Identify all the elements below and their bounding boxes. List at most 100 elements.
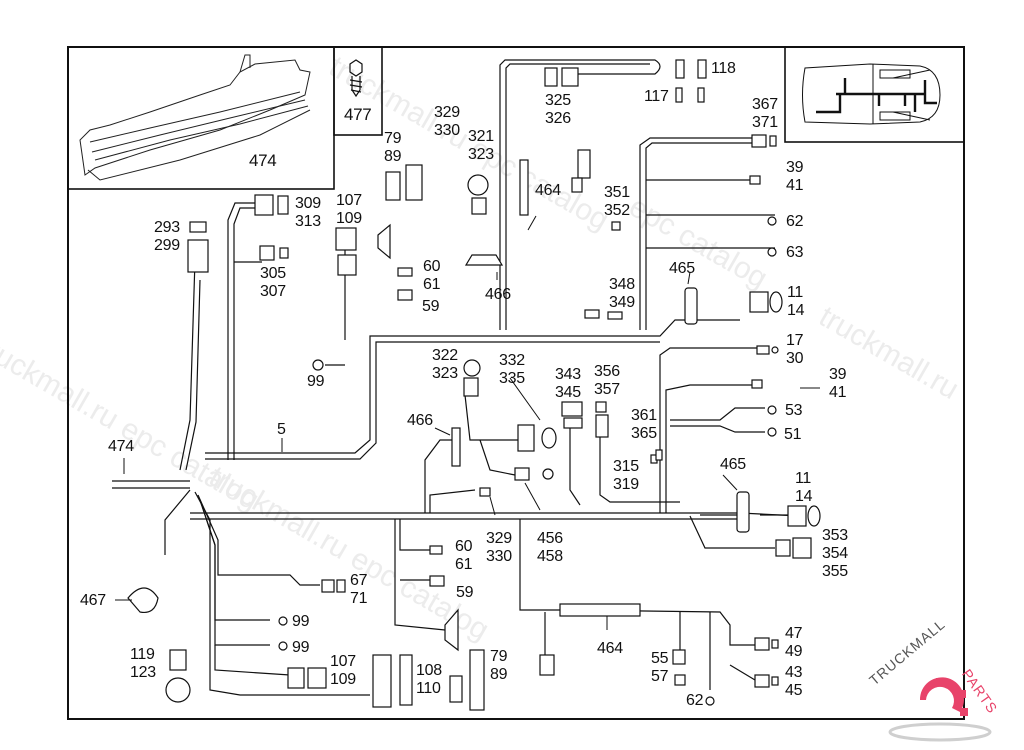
grommet-466-top — [464, 254, 504, 266]
ground-99-top — [312, 359, 324, 371]
inset-vehicle-box — [784, 46, 965, 143]
lamp-322 — [463, 359, 481, 377]
relay-107-bot — [287, 667, 305, 689]
part-label: 59 — [422, 298, 440, 315]
part-label: 466 — [485, 286, 511, 303]
connector-326 — [561, 67, 579, 87]
connector-343 — [561, 401, 583, 417]
part-label: 305 307 — [260, 265, 286, 300]
part-label: 107 109 — [330, 653, 356, 688]
components — [127, 59, 821, 711]
ground-62-top — [767, 216, 777, 226]
part-label: 59 — [456, 584, 474, 601]
connector-39-mid — [751, 379, 763, 389]
switch-118 — [697, 59, 707, 79]
part-label: 322 323 — [432, 347, 458, 382]
part-label: 53 — [785, 402, 803, 419]
ground-99-bot1 — [278, 616, 288, 626]
lamp-14-mid — [807, 505, 821, 527]
connector-45 — [771, 676, 779, 686]
part-label: 55 57 — [651, 650, 669, 685]
fusebox-110 — [399, 654, 413, 706]
connector-307 — [279, 247, 289, 259]
connector-349 — [607, 311, 623, 320]
part-label: 62 — [686, 692, 704, 709]
connector-345 — [563, 417, 583, 429]
part-label: 60 61 — [455, 538, 473, 573]
sensor-59-bot — [429, 575, 445, 587]
part-label: 293 299 — [154, 219, 180, 254]
fusebox-108 — [372, 654, 392, 708]
screw-477-illustration — [349, 59, 363, 98]
plug-89 — [405, 164, 423, 201]
part-label: 356 357 — [594, 363, 620, 398]
wire-harness-paths — [112, 59, 801, 696]
cable-464-top — [519, 159, 529, 216]
part-label: 332 335 — [499, 352, 525, 387]
connector-371 — [769, 135, 777, 147]
part-label: 348 349 — [609, 276, 635, 311]
part-label: 117 — [644, 88, 669, 105]
connector-313 — [277, 195, 289, 215]
part-label: 351 352 — [604, 184, 630, 219]
part-label: 107 109 — [336, 192, 362, 227]
plug-89-bot — [469, 649, 485, 711]
part-label: 67 71 — [350, 572, 368, 607]
connector-117 — [675, 87, 683, 103]
part-label-474-inset: 474 — [249, 151, 277, 170]
part-label: 465 — [720, 456, 746, 473]
grommet-466-mid — [451, 427, 461, 467]
part-label: 464 — [597, 640, 623, 657]
lamp-14-top — [769, 291, 783, 313]
part-label: 456 458 — [537, 530, 563, 565]
part-label: 315 319 — [613, 458, 639, 493]
ground-62-bot — [705, 696, 715, 706]
connector-456 — [514, 467, 530, 481]
ground-99-bot2 — [278, 641, 288, 651]
connector-293-cap — [189, 221, 207, 233]
leader-lines — [115, 215, 820, 630]
connector-119 — [169, 649, 187, 671]
connector-361 — [655, 449, 663, 461]
connector-71 — [336, 579, 346, 593]
part-label: 17 30 — [786, 332, 804, 367]
connector-57 — [674, 674, 686, 686]
ground-51 — [767, 427, 777, 437]
relay-107 — [335, 227, 357, 251]
lamp-socket-11-top — [749, 291, 769, 313]
socket-123 — [165, 677, 191, 703]
vehicle-topview-illustration — [802, 63, 941, 125]
connector-352 — [611, 221, 621, 231]
gear-logo-icon — [888, 677, 992, 742]
part-label: 11 14 — [795, 470, 813, 505]
part-label: 99 — [292, 639, 310, 656]
connector-356 — [595, 401, 607, 413]
switch-117 — [675, 59, 685, 79]
part-label: 108 110 — [416, 662, 442, 697]
lamp-socket-11-mid — [787, 505, 807, 527]
part-label: 99 — [307, 373, 325, 390]
inset-screw-box — [333, 46, 383, 136]
socket-323 — [471, 197, 487, 215]
part-label: 329 330 — [434, 104, 460, 139]
grommet-79 — [377, 223, 391, 260]
part-label-477: 477 — [344, 105, 372, 124]
part-label: 361 365 — [631, 407, 657, 442]
sensor-bottom — [539, 654, 555, 676]
connector-335 — [541, 427, 557, 449]
connector-351 — [571, 177, 583, 193]
part-label: 309 313 — [295, 195, 321, 230]
connector-354 — [792, 537, 812, 559]
connector-348 — [584, 309, 600, 319]
part-label: 39 41 — [786, 159, 804, 194]
part-label: 119 123 — [130, 646, 156, 681]
connector-325 — [544, 67, 558, 87]
part-label: 465 — [669, 260, 695, 277]
connector-55 — [672, 649, 686, 665]
connector-17 — [756, 345, 770, 355]
part-label: 51 — [784, 426, 802, 443]
part-label: 118 — [711, 60, 736, 77]
part-label: 99 — [292, 613, 310, 630]
grommet-79-bot — [444, 608, 459, 652]
